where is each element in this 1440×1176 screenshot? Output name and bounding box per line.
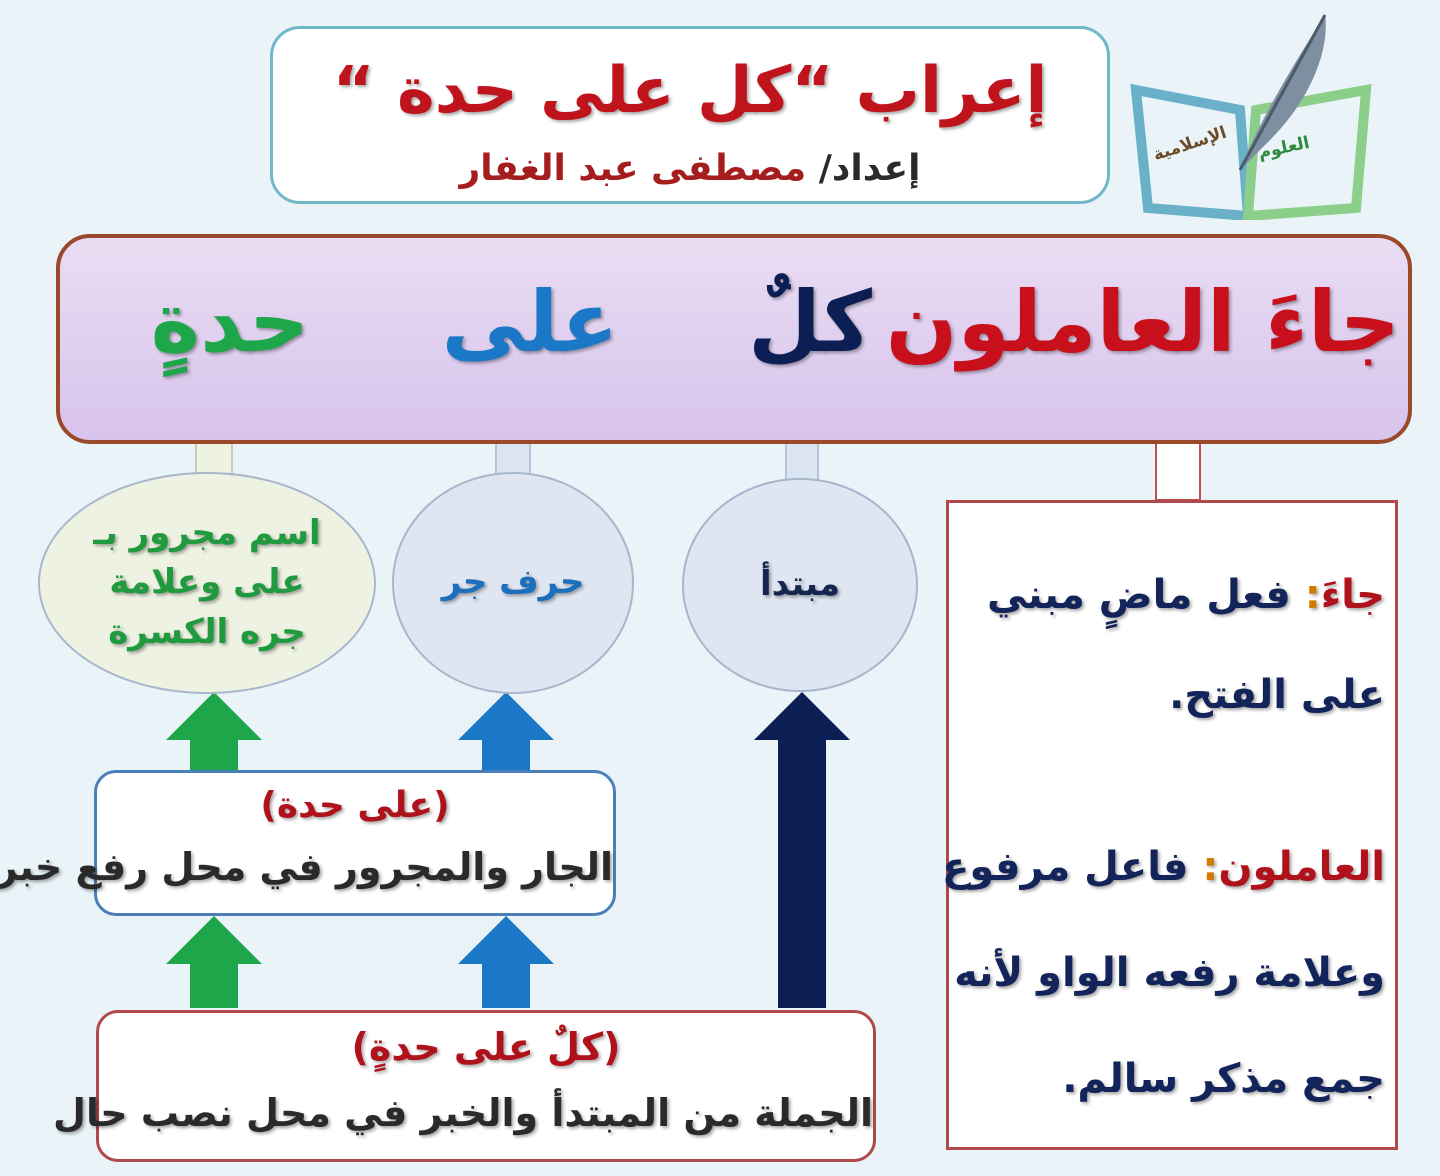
- middle-box-title: (على حدة): [260, 785, 450, 826]
- word-jaa-alamilun: جاءَ العاملون: [885, 273, 1400, 371]
- grammar-box: جاءَ: فعل ماضٍ مبني على الفتح. العاملون:…: [942, 500, 1398, 1150]
- word-kull: كلٌ: [748, 273, 872, 371]
- grammar-line-3: العاملون: فاعل مرفوع: [942, 843, 1385, 891]
- logo: العلوم الإسلامية: [1120, 10, 1380, 222]
- bottom-box-title: (كلٌ على حدةٍ): [351, 1025, 621, 1069]
- middle-box: (على حدة) الجار والمجرور في محل رفع خبر: [0, 770, 616, 916]
- arrow-blue-lower: [458, 916, 554, 1008]
- author-prefix: إعداد/: [818, 148, 921, 189]
- grammar-label-jaa: جاءَ: [1320, 572, 1385, 618]
- oval-ism-majrur: اسم مجرور بـ على وعلامة جره الكسرة: [38, 472, 376, 694]
- grammar-line-2: على الفتح.: [1169, 672, 1385, 718]
- grammar-label-alamilun: العاملون: [1218, 844, 1385, 890]
- author-name: مصطفى عبد الغفار: [459, 148, 819, 189]
- middle-box-text: الجار والمجرور في محل رفع خبر: [0, 845, 613, 889]
- page-title: إعراب “كل على حدة “: [332, 54, 1048, 128]
- oval-harf-jar-text: حرف جر: [441, 562, 585, 603]
- grammar-colon-2: :: [1202, 844, 1219, 890]
- arrow-navy: [754, 692, 850, 1008]
- bottom-box-text: الجملة من المبتدأ والخبر في محل نصب حال: [53, 1091, 873, 1135]
- arrow-green-upper: [166, 692, 262, 770]
- grammar-line-4: وعلامة رفعه الواو لأنه: [954, 950, 1385, 996]
- sentence-bar: [56, 234, 1412, 444]
- bottom-box: (كلٌ على حدةٍ) الجملة من المبتدأ والخبر …: [53, 1010, 876, 1162]
- grammar-line-1: جاءَ: فعل ماضٍ مبني: [987, 571, 1385, 619]
- oval-mubtada: مبتدأ: [682, 478, 918, 692]
- book-quill-icon: [1130, 14, 1372, 222]
- arrow-green-lower: [166, 916, 262, 1008]
- oval-ism-majrur-text: اسم مجرور بـ على وعلامة جره الكسرة: [93, 513, 321, 652]
- oval-harf-jar: حرف جر: [392, 472, 634, 694]
- oval-mubtada-text: مبتدأ: [759, 564, 841, 605]
- grammar-line-5: جمع مذكر سالم.: [1062, 1056, 1385, 1102]
- grammar-text-1: فعل ماضٍ مبني: [986, 572, 1305, 618]
- title-box: إعراب “كل على حدة “ إعداد/ مصطفى عبد الغ…: [270, 26, 1110, 204]
- grammar-text-3: فاعل مرفوع: [942, 844, 1203, 890]
- author-line: إعداد/ مصطفى عبد الغفار: [273, 147, 1107, 190]
- word-ala: على: [441, 273, 619, 371]
- grammar-colon-1: :: [1304, 572, 1321, 618]
- arrow-blue-upper: [458, 692, 554, 770]
- word-hida: حدةٍ: [150, 273, 310, 371]
